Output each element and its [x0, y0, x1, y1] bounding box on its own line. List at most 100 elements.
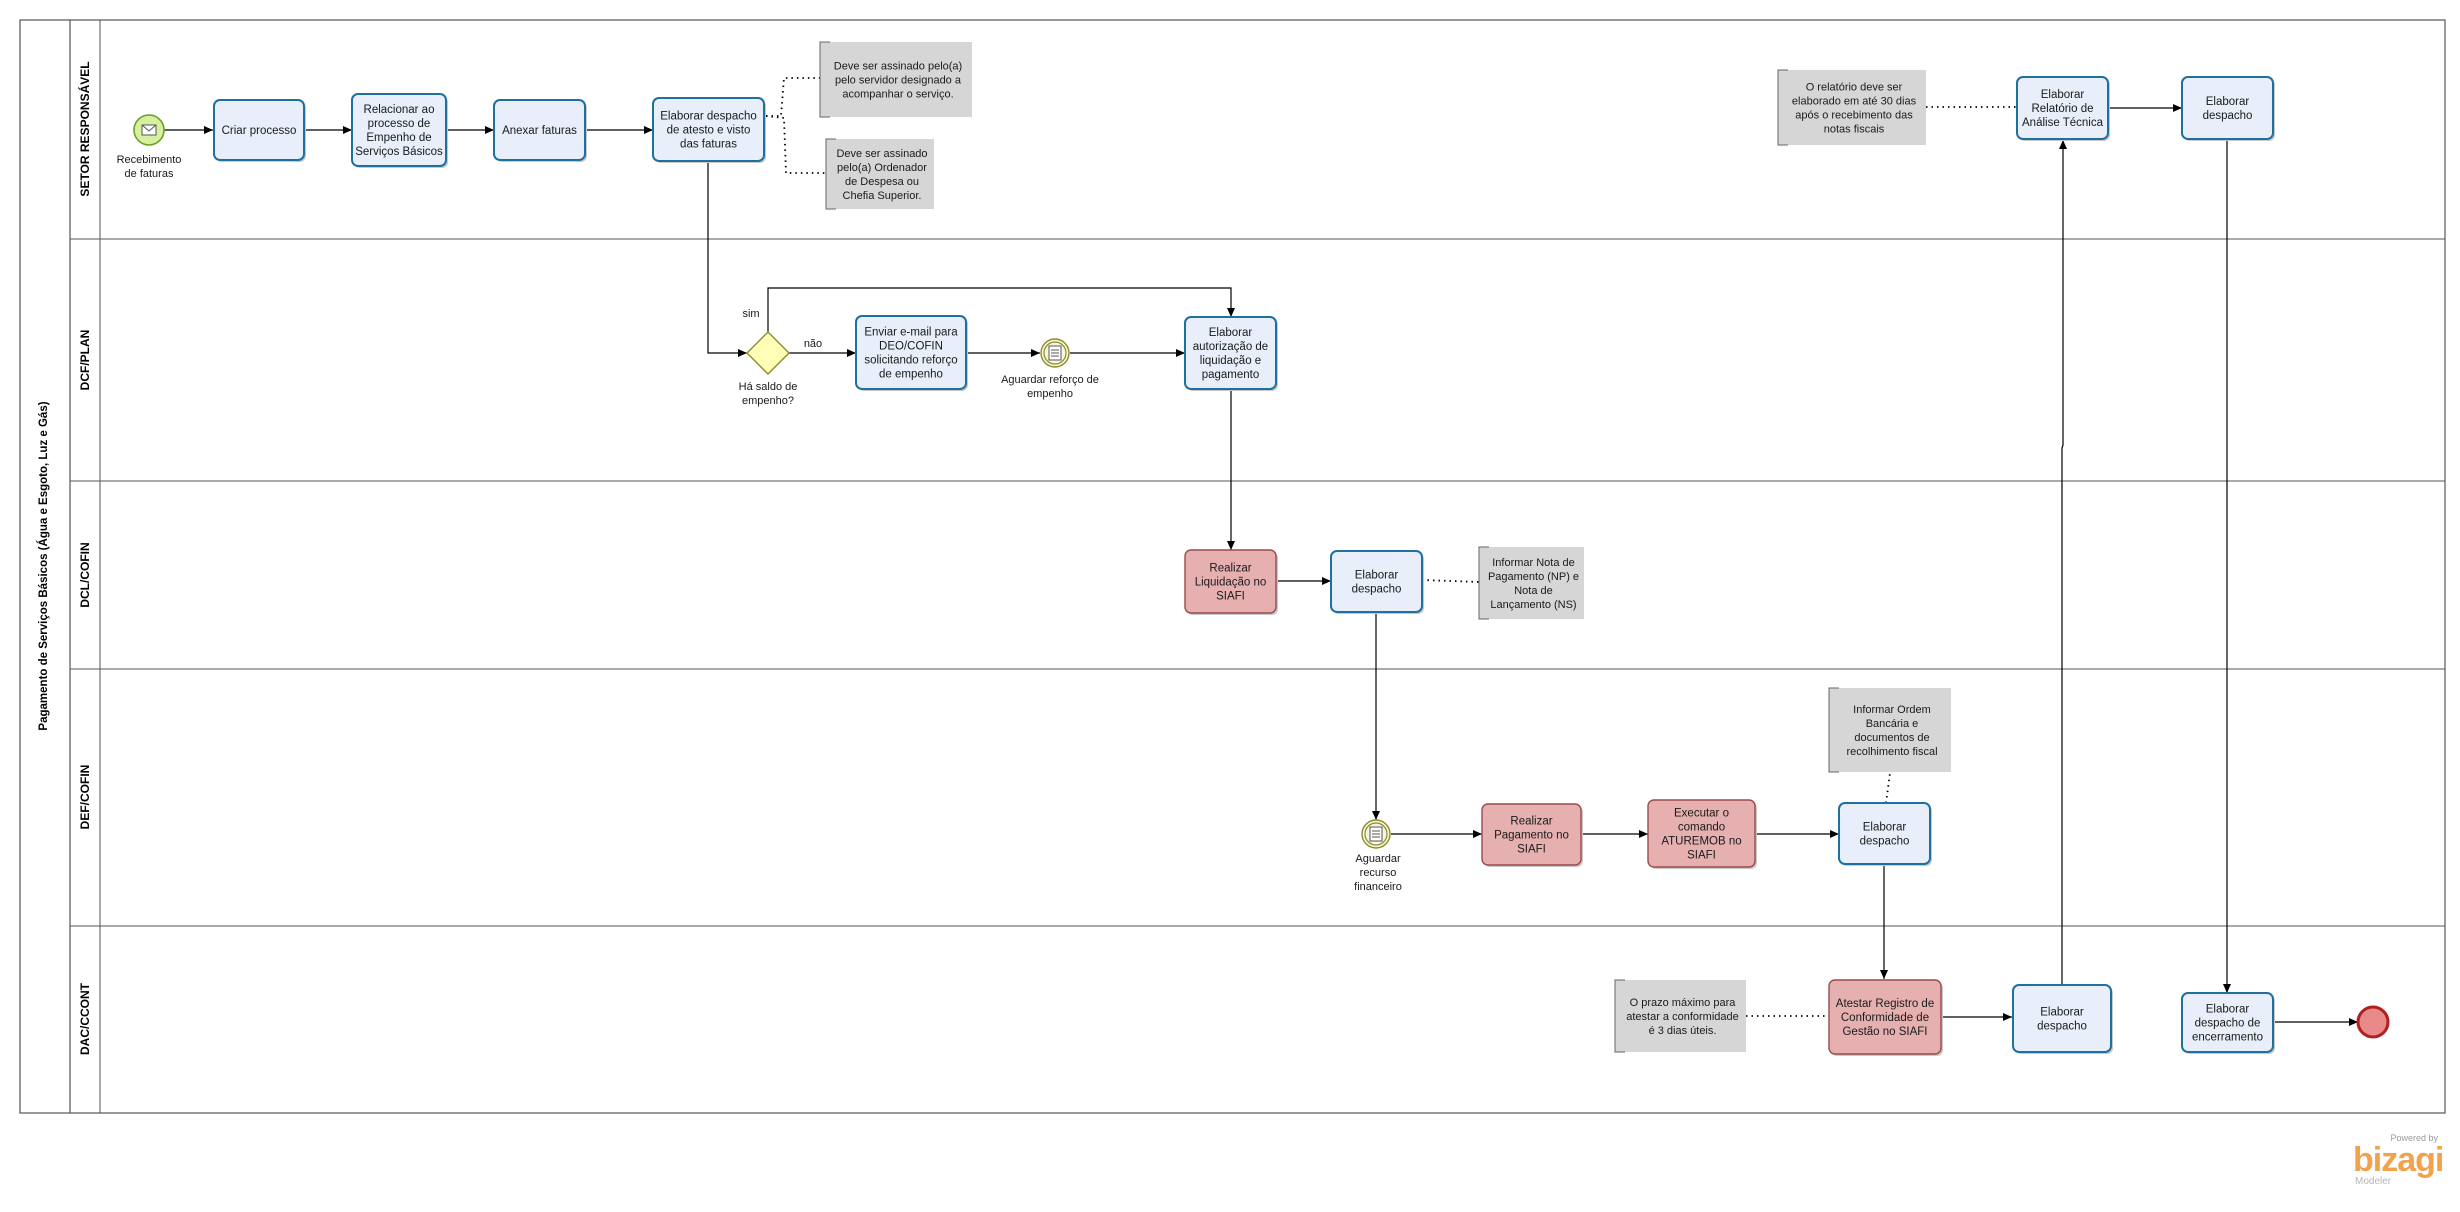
annotation-box: [826, 139, 934, 209]
task-label: Serviços Básicos: [355, 146, 443, 158]
event-end[interactable]: [2356, 1005, 2390, 1039]
task-box: [2016, 76, 2109, 140]
task-label: ATUREMOB no: [1661, 836, 1741, 848]
annotation-text: Lançamento (NS): [1490, 599, 1576, 611]
task-elaborar-despacho-def[interactable]: Elaborar despacho: [1838, 802, 1932, 866]
task-label: Anexar faturas: [502, 125, 577, 137]
annotation-text: Informar Ordem: [1853, 704, 1931, 716]
annotation-text: acompanhar o serviço.: [842, 89, 953, 101]
lane-label: SETOR RESPONSÁVEL: [77, 61, 92, 196]
task-box: [2012, 984, 2112, 1053]
annotation-text: Informar Nota de: [1492, 557, 1575, 569]
task-anexar-faturas[interactable]: Anexar faturas: [493, 99, 587, 162]
annotation-text: Bancária e: [1866, 718, 1919, 730]
annotation-bracket: [825, 138, 836, 210]
task-box: [1184, 316, 1277, 390]
task-elaborar-despacho-setor[interactable]: Elaborar despacho: [2181, 76, 2275, 141]
task-label: Elaborar despacho: [660, 111, 757, 123]
lane-dcf-plan: DCF/PLAN: [70, 330, 2445, 482]
task-label: SIAFI: [1517, 844, 1546, 856]
annotation-text: Chefia Superior.: [843, 190, 922, 202]
intermediate-event-inner: [1043, 341, 1067, 365]
annotation-text: O prazo máximo para: [1630, 997, 1737, 1009]
task-label: SIAFI: [1687, 850, 1716, 862]
task-label: Elaborar: [2206, 96, 2250, 108]
task-label: processo de: [368, 118, 431, 130]
event-label: Aguardar: [1355, 853, 1401, 865]
lane-def-cofin: DEF/COFIN: [70, 765, 2445, 927]
intermediate-event-inner: [1364, 822, 1388, 846]
task-label: Empenho de: [366, 132, 431, 144]
annotation-text: após o recebimento das: [1795, 110, 1913, 122]
pool-label: Pagamento de Serviços Básicos (Água e Es…: [37, 401, 50, 730]
flow-gateway-sim: [767, 287, 1235, 332]
event-label: de faturas: [125, 168, 174, 180]
task-box: [2181, 992, 2274, 1053]
event-label: recurso: [1360, 867, 1397, 879]
associations: [765, 77, 2017, 1017]
task-label: despacho: [2203, 110, 2253, 122]
annotations-layer: Deve ser assinado pelo(a)pelo servidor d…: [819, 41, 1951, 1053]
assoc-servidor: [766, 77, 820, 117]
task-label: despacho de: [2195, 1018, 2261, 1030]
annotation-text: recolhimento fiscal: [1846, 746, 1937, 758]
task-label: Realizar: [1510, 816, 1552, 828]
event-label: Aguardar reforço de: [1001, 374, 1099, 386]
end-event-circle: [2356, 1005, 2390, 1039]
task-label: de atesto e visto: [667, 125, 751, 137]
annotation-text: Deve ser assinado: [836, 148, 927, 160]
flow-despacho-dac-to-relatorio: [2059, 140, 2067, 985]
task-label: solicitando reforço: [864, 355, 957, 367]
task-label: Análise Técnica: [2022, 117, 2104, 129]
task-label: autorização de: [1193, 341, 1268, 353]
task-label: Pagamento no: [1494, 830, 1569, 842]
annotation-box: [1778, 70, 1926, 145]
task-box: [1838, 802, 1931, 865]
annotation-text: documentos de: [1854, 732, 1929, 744]
lane-label: DCL/COFIN: [78, 542, 92, 607]
task-label: Enviar e-mail para: [864, 327, 958, 339]
annotation-text: pelo servidor designado a: [835, 75, 962, 87]
lane-dcl-cofin: DCL/COFIN: [70, 542, 2445, 670]
task-box: [213, 99, 305, 161]
task-criar-processo[interactable]: Criar processo: [213, 99, 306, 162]
event-timer-reforco[interactable]: Aguardar reforço de empenho: [1001, 338, 1099, 400]
task-label: Relacionar ao: [364, 104, 435, 116]
task-label: Elaborar: [1355, 570, 1399, 582]
annotation-bracket: [1478, 546, 1489, 620]
task-label: pagamento: [1202, 369, 1260, 381]
lane-dac-ccont: DAC/CCONT: [78, 982, 92, 1055]
annotation-text: Nota de: [1514, 585, 1553, 597]
event-label: empenho: [1027, 388, 1073, 400]
annotation-text: notas fiscais: [1824, 124, 1885, 136]
tasks-layer: Criar processo Relacionar ao processo de Em…: [213, 76, 2275, 1056]
message-icon-flap: [141, 124, 157, 132]
annotation-servidor: Deve ser assinado pelo(a)pelo servidor d…: [819, 41, 972, 118]
task-label: Conformidade de: [1841, 1012, 1929, 1024]
task-label: Elaborar: [1209, 327, 1253, 339]
task-label: Elaborar: [1863, 822, 1907, 834]
annotation-bracket: [819, 41, 830, 118]
task-label: despacho: [1860, 836, 1910, 848]
task-label: Relatório de: [2031, 103, 2093, 115]
task-relacionar[interactable]: Relacionar ao processo de Empenho de Serviç…: [351, 93, 448, 168]
